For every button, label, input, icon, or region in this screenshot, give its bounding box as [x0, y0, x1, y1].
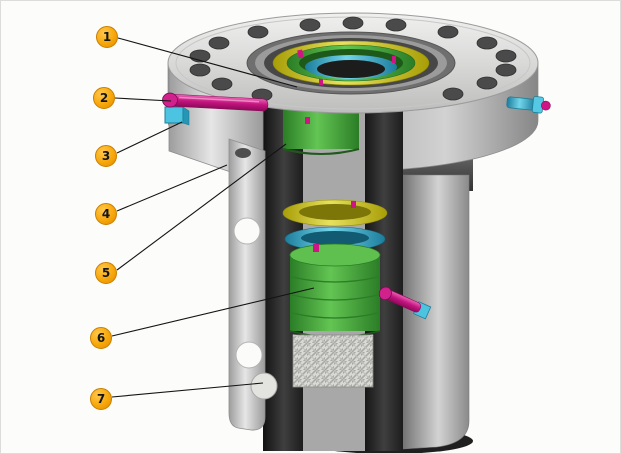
plate-foot — [250, 372, 278, 400]
left-lockscrew — [162, 92, 269, 126]
callout-4-label: 4 — [101, 207, 111, 221]
leader-line-2 — [114, 97, 172, 102]
leader-line-5 — [116, 143, 287, 271]
seal-pin-mark — [297, 49, 304, 59]
callout-5: 5 — [95, 262, 117, 284]
seal-pin-mark — [319, 79, 323, 85]
lower-lockscrew — [378, 286, 432, 320]
left-pin-head — [162, 92, 178, 108]
top-flange — [167, 12, 539, 114]
bolt-hole — [299, 18, 321, 32]
lower-body-shell — [400, 174, 470, 450]
callout-4: 4 — [95, 203, 117, 225]
callout-7: 7 — [90, 388, 112, 410]
bolt-hole — [476, 76, 498, 90]
bolt-hole — [385, 18, 407, 32]
right-bolt-tip — [541, 100, 551, 111]
lower-cyan-ring-inner — [301, 231, 369, 245]
lower-yellow-ring-inner — [299, 204, 371, 220]
center-bore-rings — [246, 31, 456, 95]
callout-6: 6 — [90, 327, 112, 349]
seal-pin-mark — [313, 244, 319, 252]
leader-line-4 — [116, 164, 228, 212]
plate-top-hole — [235, 148, 251, 158]
right-bolt-shaft — [506, 96, 536, 111]
lower-pin-head — [378, 286, 392, 301]
seal-pin-mark — [305, 117, 310, 124]
lower-seal-assembly — [282, 199, 388, 338]
bolt-hole — [495, 49, 517, 63]
seal-groove — [291, 294, 379, 301]
lower-green-seal-top — [289, 243, 381, 267]
left-flange-plate — [228, 138, 278, 431]
left-nut-cyan — [164, 106, 184, 124]
bore-center-hole — [317, 60, 385, 78]
callout-1-label: 1 — [102, 30, 112, 44]
bolt-hole — [211, 77, 233, 91]
bolt-hole — [189, 63, 211, 77]
leader-line-1 — [117, 37, 298, 88]
bolt-hole — [208, 36, 230, 50]
callout-2: 2 — [93, 87, 115, 109]
callout-7-label: 7 — [96, 392, 106, 406]
callout-3: 3 — [95, 145, 117, 167]
bolt-hole — [437, 25, 459, 39]
packing-top-edge — [292, 334, 374, 340]
leader-lines — [111, 37, 315, 398]
bolt-hole — [342, 16, 364, 30]
left-nut-side — [182, 106, 190, 126]
callout-2-label: 2 — [99, 91, 109, 105]
bolt-hole-ring — [189, 16, 517, 102]
bolt-hole — [442, 87, 464, 101]
left-pin-highlight — [179, 96, 260, 103]
seal-pin-mark — [351, 201, 356, 208]
leader-line-6 — [111, 287, 315, 337]
bolt-hole — [476, 36, 498, 50]
seal-pin-mark — [392, 56, 396, 63]
right-bolt — [506, 96, 551, 114]
callout-1: 1 — [96, 26, 118, 48]
leader-line-7 — [111, 382, 264, 398]
seal-groove — [291, 276, 379, 283]
seal-groove — [291, 312, 379, 319]
callout-3-label: 3 — [101, 149, 111, 163]
bolt-hole — [247, 25, 269, 39]
packing-body — [292, 334, 374, 388]
cutaway-interior — [263, 72, 403, 451]
upper-seal-bottom-edge — [282, 148, 360, 155]
bolt-hole — [495, 63, 517, 77]
plate-hole — [233, 217, 261, 245]
leader-line-3 — [116, 121, 183, 154]
callout-6-label: 6 — [96, 331, 106, 345]
packing-weave — [292, 334, 374, 388]
callout-5-label: 5 — [101, 266, 111, 280]
plate-hole — [235, 341, 263, 369]
